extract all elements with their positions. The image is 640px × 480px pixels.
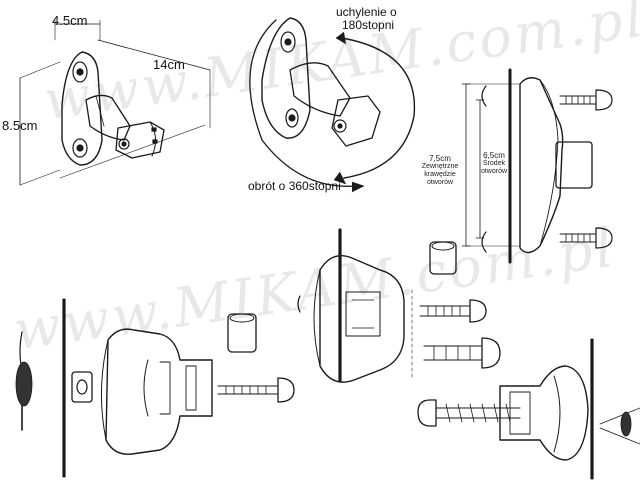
tilt-label-line2: 180stopni	[342, 18, 395, 32]
center-holes-annotation: 6,5cm Środek otworów	[474, 152, 514, 176]
depth-dimension-label: 4.5cm	[52, 13, 88, 28]
outer-holes-desc-1: Zewnętrzne	[421, 163, 459, 170]
assembly-left-drawing	[15, 298, 295, 478]
outer-holes-desc-2: krawędzie	[424, 171, 456, 178]
height-dimension-label: 8.5cm	[2, 118, 38, 133]
assembly-middle-drawing	[297, 228, 501, 383]
spin-label: obrót o 360stopni	[248, 179, 341, 193]
bracket-dimensions-drawing	[19, 19, 211, 186]
outer-holes-value: 7,5cm	[429, 154, 451, 163]
bracket-rotation-drawing	[249, 17, 416, 193]
assembly-right-drawing	[417, 338, 640, 480]
outer-holes-annotation: 7,5cm Zewnętrzne krawędzie otworów	[414, 155, 466, 187]
hole-spacing-drawing	[461, 68, 613, 264]
length-dimension-label: 14cm	[153, 57, 185, 72]
center-holes-desc-1: Środek	[482, 160, 506, 167]
center-holes-desc-2: otworów	[480, 168, 508, 175]
center-holes-value: 6,5cm	[483, 151, 505, 160]
outer-holes-desc-3: otworów	[426, 179, 454, 186]
tilt-label-line1: uchylenie o	[336, 5, 397, 19]
